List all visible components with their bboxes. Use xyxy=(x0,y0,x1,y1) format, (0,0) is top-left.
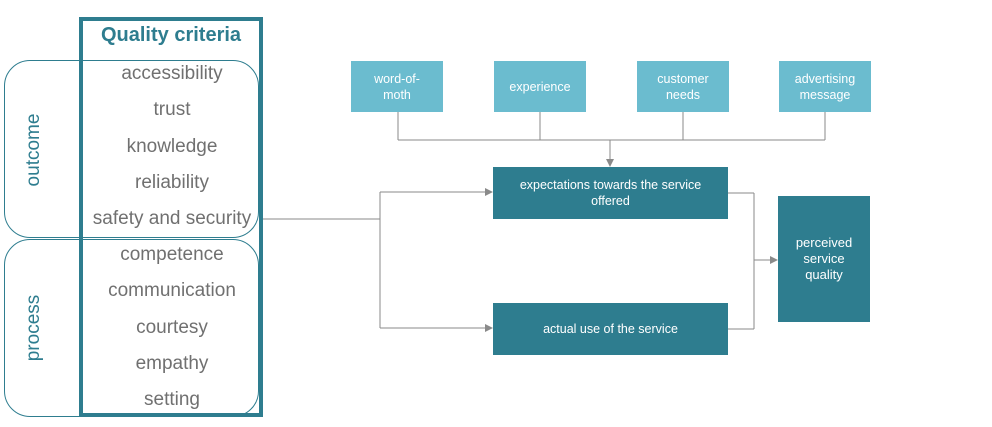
criterion-item: communication xyxy=(108,280,236,301)
criterion-item: accessibility xyxy=(121,63,223,84)
criterion-item: competence xyxy=(120,244,224,265)
influence-box-experience: experience xyxy=(494,61,586,112)
influence-box-word-of-mouth: word-of- moth xyxy=(351,61,443,112)
outcome-group-box xyxy=(4,60,259,238)
criterion-item: safety and security xyxy=(92,208,252,229)
criteria-frame xyxy=(79,17,263,417)
criterion-item: setting xyxy=(144,389,200,410)
criteria-title: Quality criteria xyxy=(100,24,242,46)
influence-box-customer-needs: customer needs xyxy=(637,61,729,112)
influence-box-advertising-message: advertising message xyxy=(779,61,871,112)
actual-use-box: actual use of the service xyxy=(493,303,728,355)
criterion-item: empathy xyxy=(135,353,209,374)
criterion-item: knowledge xyxy=(126,136,218,157)
outcome-label: outcome xyxy=(23,113,44,187)
criterion-item: courtesy xyxy=(136,317,208,338)
expectations-box: expectations towards the service offered xyxy=(493,167,728,219)
criterion-item: trust xyxy=(153,99,191,120)
criterion-item: reliability xyxy=(135,172,209,193)
perceived-quality-box: perceived service quality xyxy=(778,196,870,322)
process-label: process xyxy=(23,294,44,362)
